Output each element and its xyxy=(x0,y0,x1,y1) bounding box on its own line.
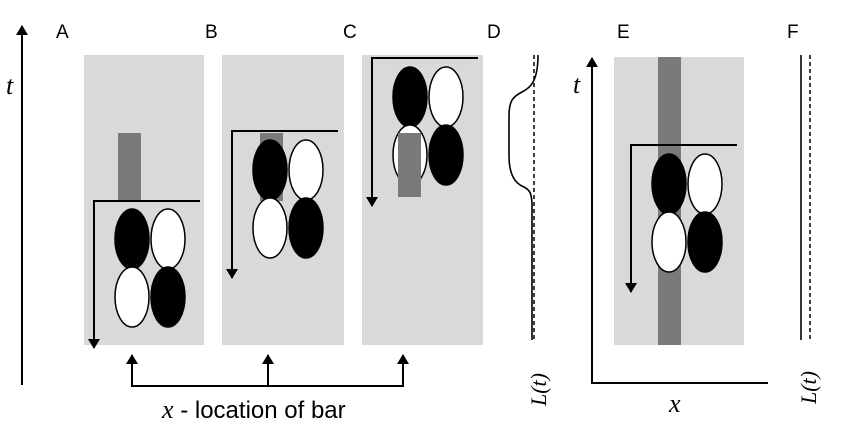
panel-c-receptive-field-frame xyxy=(366,57,478,207)
panel-e-black-subfield xyxy=(651,153,687,215)
panel-label-b: B xyxy=(205,22,218,43)
caption-variable: x xyxy=(161,395,174,424)
panel-label-e: E xyxy=(617,22,630,43)
panel-a-black-subfield xyxy=(150,266,186,328)
panel-a xyxy=(84,55,204,349)
panel-a-white-subfield xyxy=(114,266,150,328)
panel-b-black-subfield xyxy=(252,139,288,201)
bar-location-bracket xyxy=(126,354,409,387)
panel-label-d: D xyxy=(487,22,501,43)
panel-a-white-subfield xyxy=(150,208,186,270)
panel-d: L(t) xyxy=(508,54,551,407)
bar-location-caption: x - location of bar xyxy=(161,395,346,424)
panel-b-white-subfield xyxy=(252,197,288,259)
panel-c-black-subfield xyxy=(428,124,464,186)
panel-e-black-subfield xyxy=(687,211,723,273)
panel-a-receptive-field-frame xyxy=(88,200,200,349)
caption-text: - location of bar xyxy=(174,397,346,424)
panel-a-black-subfield xyxy=(114,208,150,270)
panel-e-time-axis-label: t xyxy=(573,70,581,99)
panel-e-white-subfield xyxy=(687,153,723,215)
panel-c-bar xyxy=(398,133,421,197)
panel-c xyxy=(362,55,483,345)
panel-e-receptive-field-frame xyxy=(625,144,737,293)
panel-b-receptive-field-frame xyxy=(226,130,338,279)
panel-d-luminance-trace xyxy=(508,54,539,340)
panel-f: L(t) xyxy=(796,55,821,405)
panel-d-luminance-label: L(t) xyxy=(526,373,551,407)
panel-label-c: C xyxy=(343,22,357,43)
panel-label-f: F xyxy=(787,22,799,43)
panel-c-white-subfield xyxy=(428,66,464,128)
panel-b-white-subfield xyxy=(288,139,324,201)
panel-c-black-subfield xyxy=(392,66,428,128)
panel-label-a: A xyxy=(56,22,69,43)
panel-e-x-axis-label: x xyxy=(668,389,681,418)
panel-e: t x xyxy=(573,57,768,418)
time-axis-left-label: t xyxy=(6,71,14,100)
panel-b-black-subfield xyxy=(288,197,324,259)
panel-f-luminance-label: L(t) xyxy=(796,371,821,405)
panel-a-bar xyxy=(118,133,141,201)
panel-e-white-subfield xyxy=(651,211,687,273)
panel-b xyxy=(222,55,344,345)
